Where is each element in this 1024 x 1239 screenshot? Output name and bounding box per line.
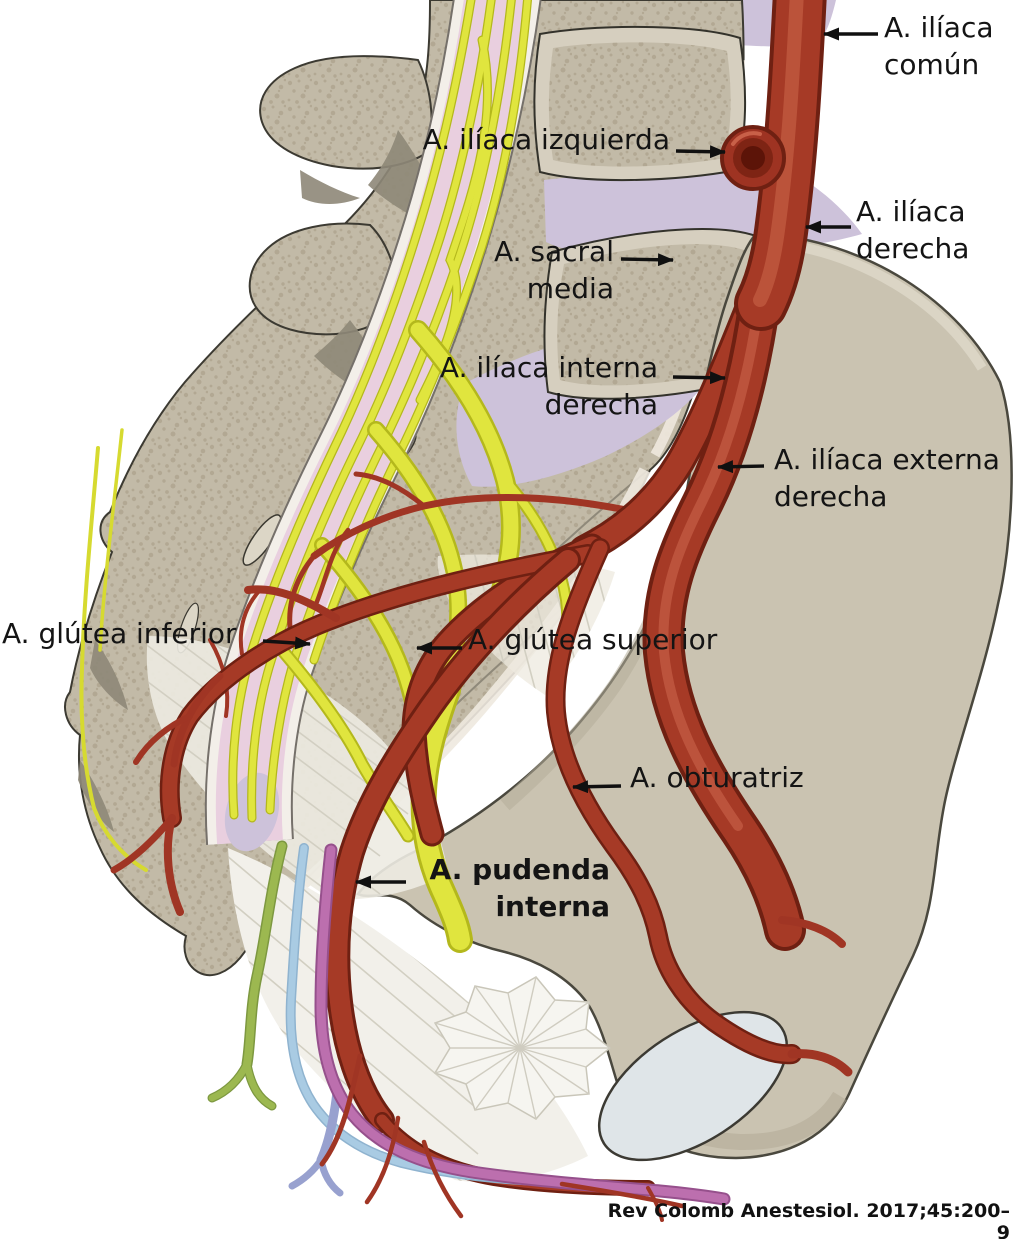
arrow-iliaca-interna bbox=[672, 371, 726, 385]
left-iliac-stump bbox=[720, 125, 786, 191]
arrow-iliaca-externa bbox=[717, 460, 765, 474]
obturator-artery bbox=[545, 538, 853, 1077]
label-obturatriz: A. obturatriz bbox=[630, 761, 804, 794]
ligament-pinwheel bbox=[433, 976, 612, 1120]
arrow-obturatriz bbox=[572, 780, 622, 794]
label-iliaca-izquierda: A. ilíaca izquierda bbox=[422, 123, 670, 156]
label-pudenda-interna: A. pudenda interna bbox=[429, 853, 610, 923]
perineal-artery-twigs bbox=[319, 1053, 685, 1222]
pudendal-nerve-green bbox=[207, 840, 288, 1111]
vertebral-bodies bbox=[456, 25, 862, 487]
vessel-magenta bbox=[314, 843, 731, 1206]
citation-text: Rev Colomb Anestesiol. 2017;45:200–9 bbox=[607, 1200, 1010, 1239]
label-sacral-media: A. sacral media bbox=[493, 235, 614, 305]
label-iliaca-interna-derecha: A. ilíaca interna derecha bbox=[439, 351, 658, 421]
label-iliaca-externa-derecha: A. ilíaca externa derecha bbox=[774, 443, 1000, 513]
superior-gluteal-artery bbox=[401, 533, 605, 847]
arrow-glutea-inferior bbox=[262, 636, 311, 650]
label-iliaca-comun: A. ilíaca común bbox=[884, 11, 994, 81]
arrow-sacral-media bbox=[620, 253, 674, 267]
inferior-gluteal-artery bbox=[110, 544, 598, 916]
arrow-iliaca-izquierda bbox=[675, 145, 726, 159]
cauda-equina-nerves bbox=[228, 0, 532, 823]
external-iliac-artery bbox=[642, 279, 846, 951]
label-glutea-superior: A. glútea superior bbox=[468, 623, 718, 656]
annotation-arrows bbox=[262, 27, 878, 889]
label-glutea-inferior: A. glútea inferior bbox=[2, 617, 237, 650]
common-iliac-artery bbox=[734, 0, 827, 331]
label-iliaca-derecha: A. ilíaca derecha bbox=[856, 195, 970, 265]
